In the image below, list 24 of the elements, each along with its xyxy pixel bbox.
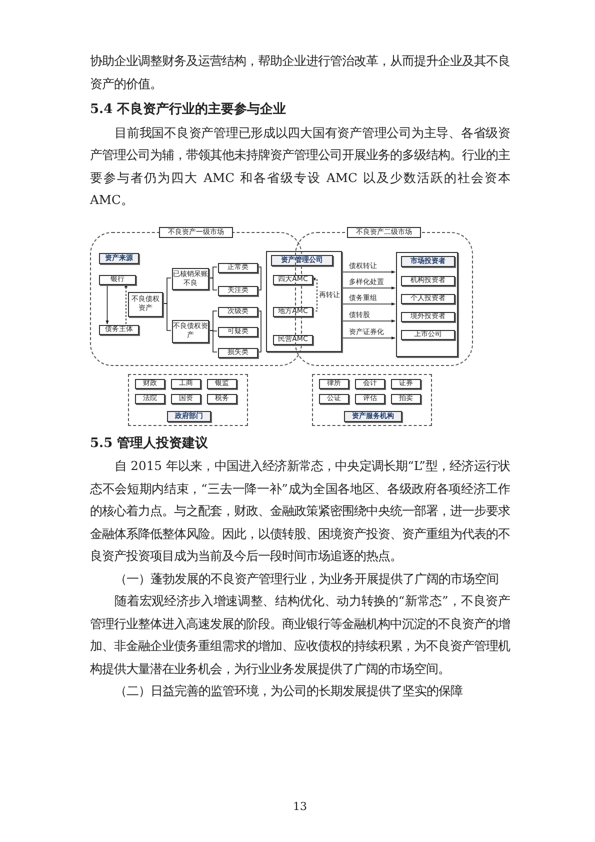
arrow xyxy=(342,270,396,274)
paragraph: 自 2015 年以来，中国进入经济新常态，中央定调长期“L”型，经济运行状态不会短期内结束，“三去一降一补”成为全国各地区、各级政府各项经济工作的核心着力点。与之配套，财政、金融政策紧密围绕中央统一部署，进一步要求金融体系降低整体风险。因此，以债转股、困境资产投资、资产重组为代表的不良资产投资项目成为当前及今后一段时间市场追逐的热点。 xyxy=(90,458,510,565)
section-heading: 5.5 管理人投资建议 xyxy=(90,434,210,452)
paragraph: （一）蓬勃发展的不良资产管理行业，为业务开展提供了广阔的市场空间 xyxy=(114,570,500,588)
connector-line xyxy=(208,277,218,290)
group-box xyxy=(266,250,342,352)
paragraph: 目前我国不良资产管理已形成以四大国有资产管理公司为主导、各省级资产管理公司为辅，带领其他未持牌资产管理公司开展业务的多级结构。行业的主要参与者仍为四大 AMC 和各省级专设 AMC 以及少数活跃的社会资本 AMC。 xyxy=(90,124,510,209)
arrow xyxy=(312,276,318,311)
group-box xyxy=(396,252,458,356)
arrow xyxy=(342,336,396,340)
dashed-group xyxy=(312,374,432,426)
connector-line xyxy=(162,302,172,330)
arrow xyxy=(106,283,109,324)
connector-line xyxy=(208,330,218,352)
dashed-group xyxy=(128,374,248,426)
section-heading: 5.4 不良资产行业的主要参与企业 xyxy=(90,100,288,119)
page-number: 13 xyxy=(292,800,308,813)
arrow xyxy=(124,283,128,324)
arrow xyxy=(342,318,396,322)
arrow xyxy=(342,286,396,290)
paragraph: 协助企业调整财务及运营结构，帮助企业进行管治改革，从而提升企业及其不良资产的价值。 xyxy=(90,53,510,92)
paragraph: （二）日益完善的监管环境，为公司的长期发展提供了坚实的保障 xyxy=(114,683,464,700)
paragraph: 随着宏观经济步入增速调整、结构优化、动力转换的“新常态”，不良资产管理行业整体进入高速发展的阶段。商业银行等金融机构中沉淀的不良资产的增加、非金融企业债务重组需求的增加、应收债权的持续积累，为不良资产管理机构提供大量潜在业务机会，为行业业务发展提供了广阔的市场空间。 xyxy=(90,593,510,678)
arrow xyxy=(342,302,396,306)
